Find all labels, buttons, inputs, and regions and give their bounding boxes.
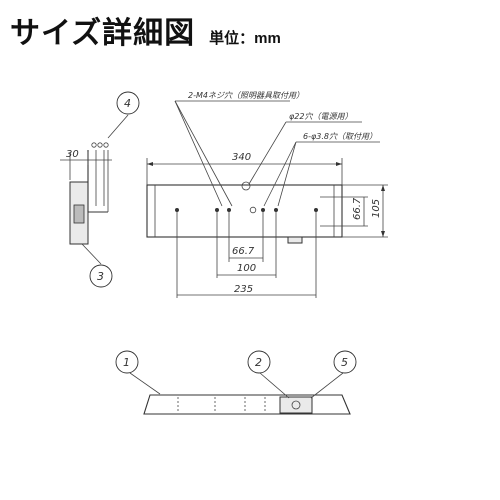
dim-105: 105	[371, 199, 382, 218]
callout-5	[333, 350, 357, 374]
front-view: 340 66.7 105 66.7 100 235	[146, 152, 388, 298]
dim-100: 100	[237, 263, 256, 274]
side-bracket	[87, 150, 108, 213]
bottom-body	[143, 394, 351, 415]
dim-66-7-bottom: 66.7	[232, 246, 255, 257]
dim-30: 30	[66, 149, 79, 160]
callout-1-label: 1	[123, 356, 130, 369]
note-hole22: φ22穴（電源用）	[289, 112, 352, 121]
front-body	[146, 184, 343, 238]
dim-340: 340	[232, 152, 251, 163]
dim-66-7-right: 66.7	[352, 197, 363, 220]
callout-2	[247, 350, 271, 374]
callout-3	[89, 264, 113, 288]
callout-4	[116, 91, 140, 115]
note-holes38: 6-φ3.8穴（取付用）	[303, 132, 377, 141]
bottom-terminal	[279, 396, 313, 414]
side-view: 30	[60, 142, 112, 245]
callout-3-label: 3	[97, 270, 104, 283]
callouts: 4 3 1 2 5	[81, 91, 357, 399]
page-title: サイズ詳細図	[10, 17, 196, 50]
side-terminal	[73, 204, 85, 224]
notes: 2-M4ネジ穴（照明器具取付用） φ22穴（電源用） 6-φ3.8穴（取付用）	[174, 91, 380, 207]
header: サイズ詳細図 単位：mm	[10, 8, 281, 50]
dim-235: 235	[234, 284, 253, 295]
note-screw: 2-M4ネジ穴（照明器具取付用）	[188, 91, 304, 100]
hole-22	[241, 181, 251, 191]
unit-label: 単位：mm	[209, 30, 281, 47]
front-cable-outlet	[287, 236, 303, 244]
callout-5-label: 5	[341, 356, 348, 369]
bottom-view	[143, 394, 351, 415]
callout-1	[115, 350, 139, 374]
callout-4-label: 4	[124, 97, 131, 110]
callout-2-label: 2	[255, 356, 262, 369]
